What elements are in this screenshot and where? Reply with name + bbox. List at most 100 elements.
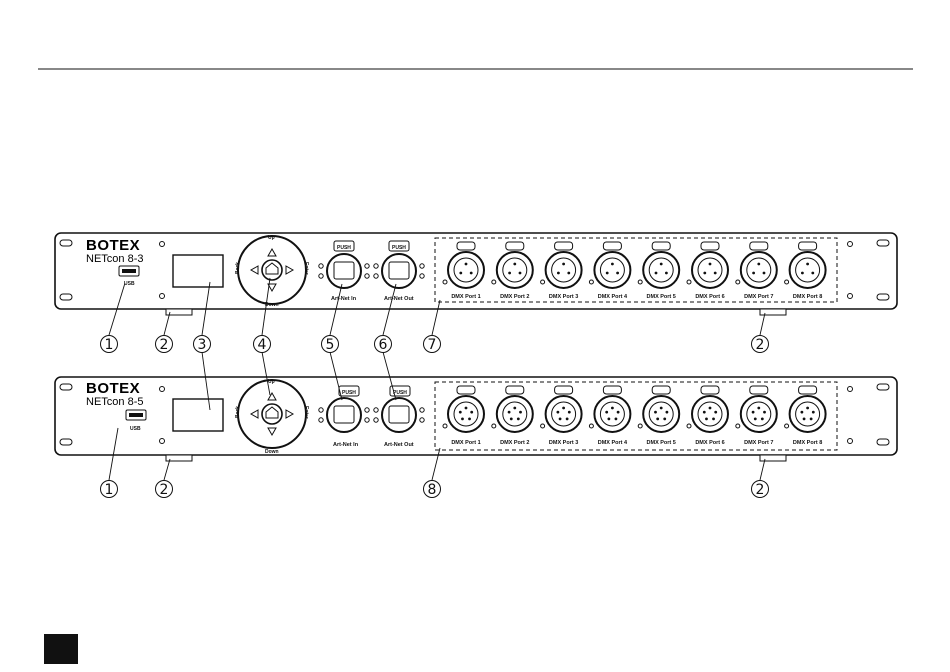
arrow-right-icon[interactable] [285,265,295,275]
dmx-port[interactable]: DMX Port 7 [735,385,778,446]
arrow-down-icon[interactable] [267,427,277,437]
dmx-port-label: DMX Port 5 [647,440,676,446]
xlr-latch[interactable] [700,241,720,251]
nav-up-label: Up [268,235,275,241]
dmx-port[interactable]: DMX Port 8 [784,385,827,446]
dmx-port[interactable]: DMX Port 3 [540,241,583,300]
xlr-pin [557,271,560,275]
xlr-latch[interactable] [456,241,476,251]
push-label: PUSH [337,245,351,251]
dmx-port[interactable]: DMX Port 6 [686,385,729,446]
rack-slot [59,239,73,247]
xlr-pin [801,271,804,275]
dmx-port[interactable]: DMX Port 2 [491,385,534,446]
dmx-port[interactable]: DMX Port 4 [588,385,632,446]
arrow-left-icon[interactable] [249,409,259,419]
xlr-latch[interactable] [651,241,671,251]
screw [847,438,853,444]
push-latch[interactable] [338,385,360,397]
callout-circle [751,480,769,498]
dmx-port[interactable]: DMX Port 3 [540,385,583,446]
xlr-latch[interactable] [651,385,671,395]
dmx-port[interactable]: DMX Port 7 [735,241,778,300]
xlr-latch[interactable] [554,241,574,251]
artnet-out-port[interactable] [381,397,417,433]
arrow-up-icon[interactable] [267,391,277,401]
dmx-port[interactable]: DMX Port 5 [637,385,681,446]
dmx-port-label: DMX Port 7 [744,294,773,300]
display [172,254,224,288]
dmx-port-label: DMX Port 2 [500,294,529,300]
xlr-latch[interactable] [456,385,476,395]
led [588,423,594,429]
dmx-port[interactable]: DMX Port 6 [686,241,729,300]
led [318,273,324,279]
xlr-insert [453,401,479,427]
nav-back-label: Back [235,262,241,274]
xlr-latch[interactable] [700,385,720,395]
xlr-latch[interactable] [602,241,622,251]
dmx-port-label: DMX Port 1 [451,294,480,300]
xlr-pin [605,271,609,275]
callout-circle [155,480,173,498]
arrow-left-icon[interactable] [249,265,259,275]
xlr-pin [654,410,657,414]
xlr-latch[interactable] [505,241,525,251]
arrow-right-icon[interactable] [285,409,295,419]
dmx-port[interactable]: DMX Port 4 [588,241,632,300]
xlr-latch[interactable] [798,241,818,251]
callout-number: 2 [756,337,765,353]
led [442,423,448,429]
dmx-port[interactable]: DMX Port 1 [442,385,485,446]
led [419,407,425,413]
artnet-in-label: Art-Net In [333,442,359,448]
dmx-port-label: DMX Port 6 [695,294,724,300]
arrow-down-icon[interactable] [267,283,277,293]
led [442,279,448,285]
xlr-latch[interactable] [554,385,574,395]
led [318,417,324,423]
led [735,279,741,285]
rack-slot [876,438,890,446]
xlr-pin [752,271,756,275]
push-latch[interactable] [388,240,410,252]
dmx-port[interactable]: DMX Port 8 [784,241,827,300]
dmx-port-group [434,381,838,451]
page-marker-block [44,634,78,664]
led [686,279,692,285]
xlr-latch[interactable] [798,385,818,395]
artnet-out-port[interactable] [381,253,417,289]
push-latch[interactable] [333,240,355,252]
callout-circle [374,335,392,353]
callout-number: 6 [379,337,388,353]
dmx-port-label: DMX Port 1 [451,440,480,446]
xlr-latch[interactable] [602,385,622,395]
dmx-port[interactable]: DMX Port 5 [637,241,681,300]
rubber-foot [759,308,787,316]
artnet-in-port[interactable] [326,253,362,289]
xlr-pin [664,271,668,275]
xlr-pin [458,410,462,414]
arrow-up-icon[interactable] [267,247,277,257]
callout-circle [321,335,339,353]
dmx-port[interactable]: DMX Port 2 [491,241,534,300]
xlr-latch[interactable] [749,385,769,395]
enter-button[interactable] [261,403,283,425]
rack-slot [876,293,890,301]
artnet-in-port[interactable] [326,397,362,433]
xlr-insert [502,257,528,283]
xlr-pin [811,271,815,275]
xlr-pin [800,410,804,414]
enter-button[interactable] [261,259,283,281]
xlr-pin [565,417,569,421]
push-latch[interactable] [389,385,411,397]
xlr-pin [556,410,560,414]
xlr-latch[interactable] [505,385,525,395]
xlr-latch[interactable] [749,241,769,251]
dmx-port[interactable]: DMX Port 1 [442,241,485,300]
xlr-pin [461,417,464,421]
led [491,423,497,429]
xlr-pin [763,410,766,414]
artnet-out-label: Art-Net Out [384,442,414,448]
